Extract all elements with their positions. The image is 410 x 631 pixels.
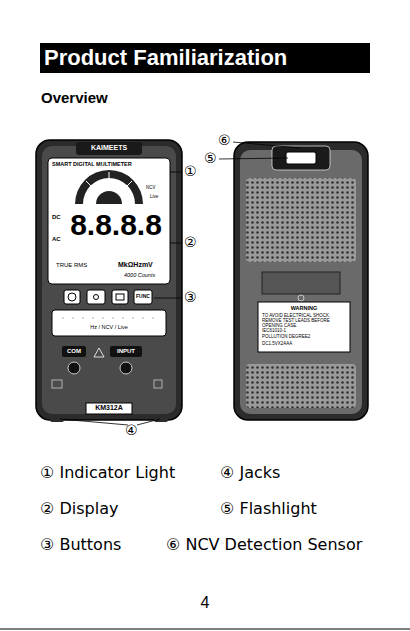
display-icon: NCV bbox=[146, 186, 156, 191]
brand-name: KAIMEETS bbox=[91, 144, 127, 152]
front-view bbox=[36, 140, 182, 422]
display-label: 4000 Counts bbox=[124, 272, 155, 278]
legend-item: ② Display bbox=[40, 500, 118, 518]
display-icon: Live bbox=[150, 195, 158, 200]
leader-lines bbox=[60, 142, 300, 425]
legend-item: ⑤ Flashlight bbox=[220, 500, 317, 518]
callout-number: ① bbox=[184, 164, 197, 179]
legend-item: ① Indicator Light bbox=[40, 464, 175, 482]
display-label: TRUE RMS bbox=[56, 262, 87, 269]
callout-number: ⑥ bbox=[218, 133, 231, 148]
legend-item: ⑥ NCV Detection Sensor bbox=[166, 536, 362, 554]
back-view bbox=[234, 142, 368, 420]
callout-number: ② bbox=[184, 235, 197, 250]
section-heading: Overview bbox=[41, 90, 108, 107]
function-label: Hz / NCV / Live bbox=[90, 324, 128, 330]
display-units: MkΩHzmV bbox=[118, 261, 153, 269]
model-number: KM312A bbox=[95, 404, 123, 412]
jack-label: INPUT bbox=[117, 348, 135, 355]
page-rule bbox=[0, 629, 410, 630]
warning-heading: WARNING bbox=[291, 305, 318, 311]
display-digits: 8.8.8.8 bbox=[70, 208, 162, 241]
title-band: Product Familiarization bbox=[40, 43, 370, 73]
battery-label: DC1.5VX2AAA bbox=[262, 342, 292, 347]
legend-item: ④ Jacks bbox=[220, 464, 280, 482]
callout-number: ④ bbox=[125, 423, 138, 438]
display-icon: AC bbox=[52, 236, 61, 243]
callout-number: ⑤ bbox=[204, 151, 217, 166]
jack-label: COM bbox=[67, 348, 81, 355]
callout-number: ③ bbox=[184, 290, 197, 305]
product-name: SMART DIGITAL MULTIMETER bbox=[52, 161, 132, 167]
page-number: 4 bbox=[201, 594, 210, 612]
standard-label: IEC61010-1 bbox=[262, 329, 286, 334]
standard-label: POLLUTION DEGREE2 bbox=[262, 335, 310, 340]
legend-item: ③ Buttons bbox=[40, 536, 121, 554]
button-label: FUNC bbox=[136, 294, 150, 300]
warning-text: TO AVOID ELECTRICAL SHOCK, REMOVE TEST L… bbox=[262, 314, 346, 329]
display-icon: DC bbox=[52, 214, 61, 221]
